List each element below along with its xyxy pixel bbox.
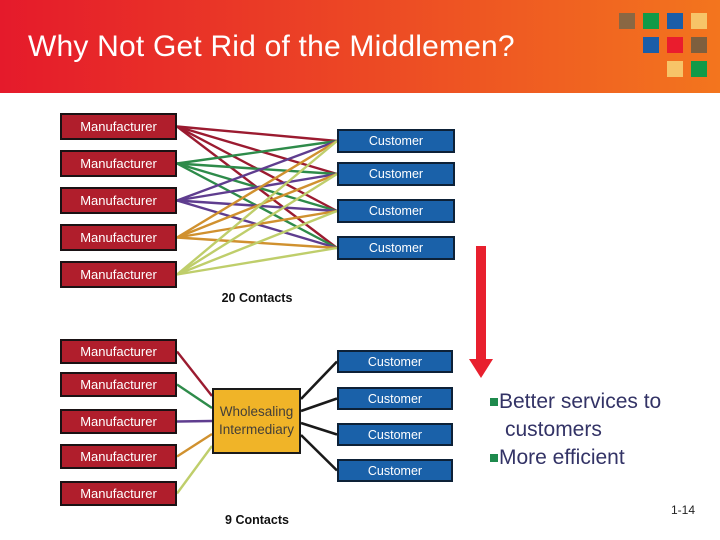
manufacturer-box: Manufacturer (60, 261, 177, 288)
manufacturer-box: Manufacturer (60, 339, 177, 364)
intermediary-to-customer-line (300, 360, 338, 400)
brown-square (619, 13, 635, 29)
customer-box: Customer (337, 350, 453, 373)
slide-header: Why Not Get Rid of the Middlemen? (0, 0, 720, 93)
bullet-item: Better services to customers (490, 388, 710, 444)
tan-square (691, 13, 707, 29)
customer-box: Customer (337, 459, 453, 482)
square-bullet-icon (490, 398, 498, 406)
customer-box: Customer (337, 162, 455, 186)
manufacturer-to-intermediary-line (176, 383, 213, 409)
direct-contact-line (176, 139, 338, 239)
manufacturer-box: Manufacturer (60, 224, 177, 251)
customer-box: Customer (337, 236, 455, 260)
direct-contact-line (176, 172, 338, 276)
direct-contact-line (176, 209, 338, 276)
page-number: 1-14 (670, 503, 695, 517)
customer-box: Customer (337, 199, 455, 223)
intermediary-to-customer-line (300, 397, 338, 413)
direct-contact-line (176, 172, 338, 202)
manufacturer-to-intermediary-line (176, 445, 213, 495)
blue-square (643, 37, 659, 53)
manufacturer-box: Manufacturer (60, 150, 177, 177)
square-bullet-icon (490, 454, 498, 462)
intermediary-to-customer-line (300, 421, 338, 436)
bullet-text: More efficient (499, 446, 625, 469)
manufacturer-to-intermediary-line (176, 350, 213, 397)
manufacturer-to-intermediary-line (176, 432, 213, 458)
manufacturer-box: Manufacturer (60, 481, 177, 506)
direct-contact-line (176, 125, 338, 143)
direct-contact-line (176, 246, 338, 276)
customer-box: Customer (337, 423, 453, 446)
direct-contact-line (176, 172, 338, 239)
manufacturer-box: Manufacturer (60, 113, 177, 140)
customer-box: Customer (337, 129, 455, 153)
green-square (691, 61, 707, 77)
tan-square (667, 61, 683, 77)
manufacturer-box: Manufacturer (60, 372, 177, 397)
manufacturer-to-intermediary-line (176, 419, 213, 423)
red-square (667, 37, 683, 53)
intermediary-box: Wholesaling Intermediary (212, 388, 301, 454)
direct-contact-line (176, 140, 338, 276)
brown-square (691, 37, 707, 53)
direct-contact-line (176, 162, 338, 176)
bullet-item: More efficient (490, 444, 710, 472)
manufacturer-box: Manufacturer (60, 187, 177, 214)
manufacturer-box: Manufacturer (60, 409, 177, 434)
slide-title: Why Not Get Rid of the Middlemen? (28, 29, 515, 63)
blue-square (667, 13, 683, 29)
decorative-squares-logo (0, 0, 720, 93)
intermediary-to-customer-line (300, 434, 338, 472)
direct-contacts-label: 20 Contacts (221, 291, 293, 305)
manufacturer-box: Manufacturer (60, 444, 177, 469)
direct-contact-line (176, 139, 338, 165)
intermediated-contacts-label: 9 Contacts (225, 513, 289, 527)
direct-contact-line (176, 139, 338, 202)
customer-box: Customer (337, 387, 453, 410)
direct-contact-line (176, 125, 338, 176)
down-arrow-head (469, 359, 493, 378)
green-square (643, 13, 659, 29)
bullet-text: Better services to customers (499, 390, 662, 441)
